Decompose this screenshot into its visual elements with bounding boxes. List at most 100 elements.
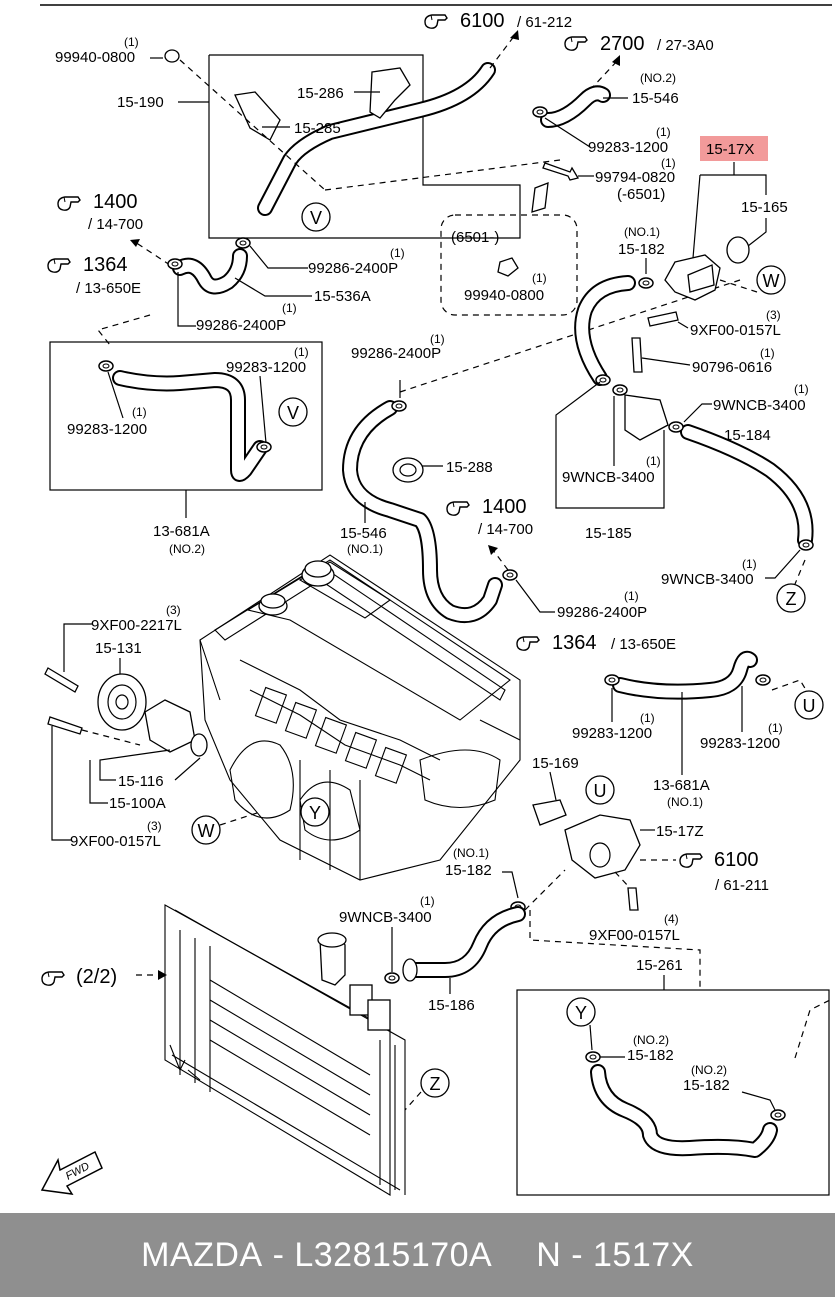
connector-z-radiator <box>420 1068 450 1098</box>
label-main: (2/2) <box>76 966 117 988</box>
label-l-15-190: 15-190 <box>117 94 164 111</box>
label-one: (1) <box>768 721 783 735</box>
label-one: (1) <box>742 557 757 571</box>
seal-15-288 <box>392 457 424 483</box>
footer-separator-2: - <box>561 1235 594 1274</box>
label-no2: (NO.2) <box>633 1033 669 1047</box>
footer-brand: MAZDA <box>141 1235 263 1274</box>
label-one: (1) <box>282 301 297 315</box>
connector-w-left <box>191 815 221 845</box>
connector-y-box <box>566 997 596 1027</box>
label-l-13-681a-right: 13-681A <box>653 777 710 794</box>
hose-15-546-no1 <box>342 400 503 623</box>
label-no1: (NO.1) <box>347 542 383 556</box>
bypass-pipe-15-185 <box>624 394 669 441</box>
label-main: 6100 <box>714 849 759 871</box>
label-l-13-681a-left: 13-681A <box>153 523 210 540</box>
label-l-99940-0800-box: 99940-0800 <box>464 287 544 304</box>
connector-y-engine <box>300 797 330 827</box>
label-l-15-185: 15-185 <box>585 525 632 542</box>
footer-part-number: L32815170A <box>294 1235 493 1274</box>
label-l-90796-0616: 90796-0616 <box>692 359 772 376</box>
label-l-9xf00-2217l: 9XF00-2217L <box>91 617 182 634</box>
label-l-15-536a: 15-536A <box>314 288 371 305</box>
label-l-15-288: 15-288 <box>446 459 493 476</box>
connector-v-left <box>278 397 308 427</box>
label-one: (1) <box>640 711 655 725</box>
label-main: 1400 <box>93 191 138 213</box>
label-one: (1) <box>661 156 676 170</box>
label-no2: (NO.2) <box>640 71 676 85</box>
label-v: V <box>287 403 299 423</box>
water-pump-15-100a <box>144 699 196 753</box>
label-l-15-546-mid: 15-546 <box>340 525 387 542</box>
label-z: Z <box>430 1074 441 1094</box>
label-l-15-285: 15-285 <box>294 120 341 137</box>
bolt-9xf00-0157l-left <box>47 716 83 735</box>
label-main: 6100 <box>460 10 505 32</box>
label-l-15-182-box-b: 15-182 <box>683 1077 730 1094</box>
label-one: (1) <box>760 346 775 360</box>
box-15-261 <box>516 989 830 1196</box>
label-sub: / 61-211 <box>715 877 769 894</box>
bolt-90796-0616 <box>631 337 643 373</box>
label-l-9wncb-3400-b: 9WNCB-3400 <box>661 571 754 588</box>
label-three: (3) <box>166 603 181 617</box>
label-l-99283-1200-d: 99283-1200 <box>572 725 652 742</box>
label-no1: (NO.1) <box>624 225 660 239</box>
label-l-15-546-top: 15-546 <box>632 90 679 107</box>
label-no1: (NO.1) <box>453 846 489 860</box>
connector-z-right <box>776 583 806 613</box>
label-y: Y <box>575 1003 587 1023</box>
parts-diagram: V (1) 99940-0800 15-190 15-286 15-285 61… <box>40 4 832 1196</box>
label-l-15-182-mid: 15-182 <box>445 862 492 879</box>
label-one: (1) <box>532 271 547 285</box>
label-v: V <box>310 208 322 228</box>
footer-separator-1: - <box>262 1235 295 1274</box>
label-l-15-184: 15-184 <box>724 427 771 444</box>
label-sub: / 13-650E <box>76 280 141 297</box>
label-one: (1) <box>390 246 405 260</box>
label-one: (1) <box>794 382 809 396</box>
gasket-15-169 <box>532 799 567 826</box>
label-l-99940-0800-top: 99940-0800 <box>55 49 135 66</box>
label-l-15-17z: 15-17Z <box>656 823 704 840</box>
fwd-arrow: FWD <box>40 1150 103 1195</box>
footer-ref-prefix: N <box>536 1235 562 1274</box>
label-l-9xf00-0157l-b: 9XF00-0157L <box>70 833 161 850</box>
radiator <box>164 904 406 1196</box>
label-sub: / 14-700 <box>478 521 533 538</box>
label-w: W <box>763 271 780 291</box>
label-w: W <box>198 821 215 841</box>
bolt-99794-0820 <box>542 162 580 181</box>
label-one: (1) <box>646 454 661 468</box>
connector-w-right <box>756 265 786 295</box>
label-l-15-169: 15-169 <box>532 755 579 772</box>
label-l-9wncb-3400-d: 9WNCB-3400 <box>339 909 432 926</box>
label-l-15-186: 15-186 <box>428 997 475 1014</box>
label-l-99794-0820: 99794-0820 <box>595 169 675 186</box>
label-l-15-131: 15-131 <box>95 640 142 657</box>
nut-box <box>497 257 519 277</box>
label-l-99283-1200-e: 99283-1200 <box>700 735 780 752</box>
label-l-99286-2400p-d: 99286-2400P <box>557 604 647 621</box>
label-one: (1) <box>430 332 445 346</box>
label-main: 2700 <box>600 33 645 55</box>
label-l-99283-1200-c: 99283-1200 <box>226 359 306 376</box>
label-main: 1400 <box>482 496 527 518</box>
gasket-15-116 <box>190 733 208 757</box>
label-one: (1) <box>420 894 435 908</box>
bracket-15-285 <box>234 91 281 141</box>
label-l-15-286: 15-286 <box>297 85 344 102</box>
label-no1: (NO.1) <box>667 795 703 809</box>
label-l-15-116: 15-116 <box>118 773 164 790</box>
connector-v-top <box>301 202 331 232</box>
label-sub: / 27-3A0 <box>657 37 714 54</box>
pulley-15-131 <box>97 673 147 731</box>
gasket-15-165 <box>726 236 750 264</box>
highlight-15-17x <box>700 136 768 161</box>
label-l-99286-2400p-a: 99286-2400P <box>308 260 398 277</box>
water-outlet-15-17z <box>564 814 641 879</box>
label-z: Z <box>786 589 797 609</box>
bolt-9xf00-0157l <box>647 311 679 327</box>
